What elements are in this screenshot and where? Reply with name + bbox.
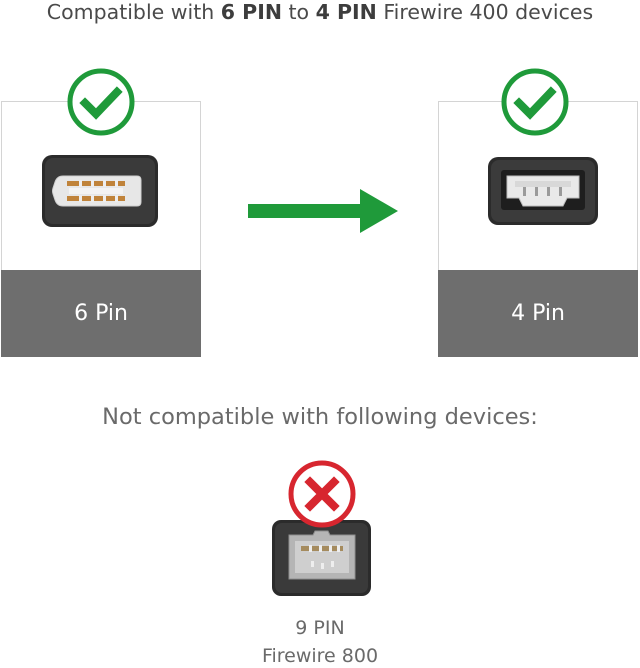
header-strong-6pin: 6 PIN — [220, 0, 282, 24]
card-6-pin-label: 6 Pin — [1, 270, 201, 357]
caption-firewire-800: Firewire 800 — [261, 645, 379, 667]
check-circle-icon — [67, 68, 135, 136]
compatibility-header: Compatible with 6 PIN to 4 PIN Firewire … — [0, 0, 640, 24]
header-prefix: Compatible with — [46, 0, 221, 24]
header-mid: to — [282, 0, 316, 24]
check-circle-icon — [501, 68, 569, 136]
header-strong-4pin: 4 PIN — [315, 0, 377, 24]
firewire-6-pin-port-icon — [42, 155, 158, 227]
firewire-9-pin-port-icon — [272, 520, 371, 596]
x-circle-icon — [288, 460, 356, 528]
card-4-pin-label: 4 Pin — [438, 270, 638, 357]
card-6-pin: 6 Pin — [1, 101, 201, 357]
header-suffix: Firewire 400 devices — [376, 0, 594, 24]
arrow-right-icon — [248, 189, 398, 233]
caption-9-pin: 9 PIN — [295, 617, 345, 639]
firewire-4-pin-port-icon — [488, 157, 598, 225]
not-compatible-title: Not compatible with following devices: — [102, 404, 538, 430]
card-4-pin: 4 Pin — [438, 101, 638, 357]
